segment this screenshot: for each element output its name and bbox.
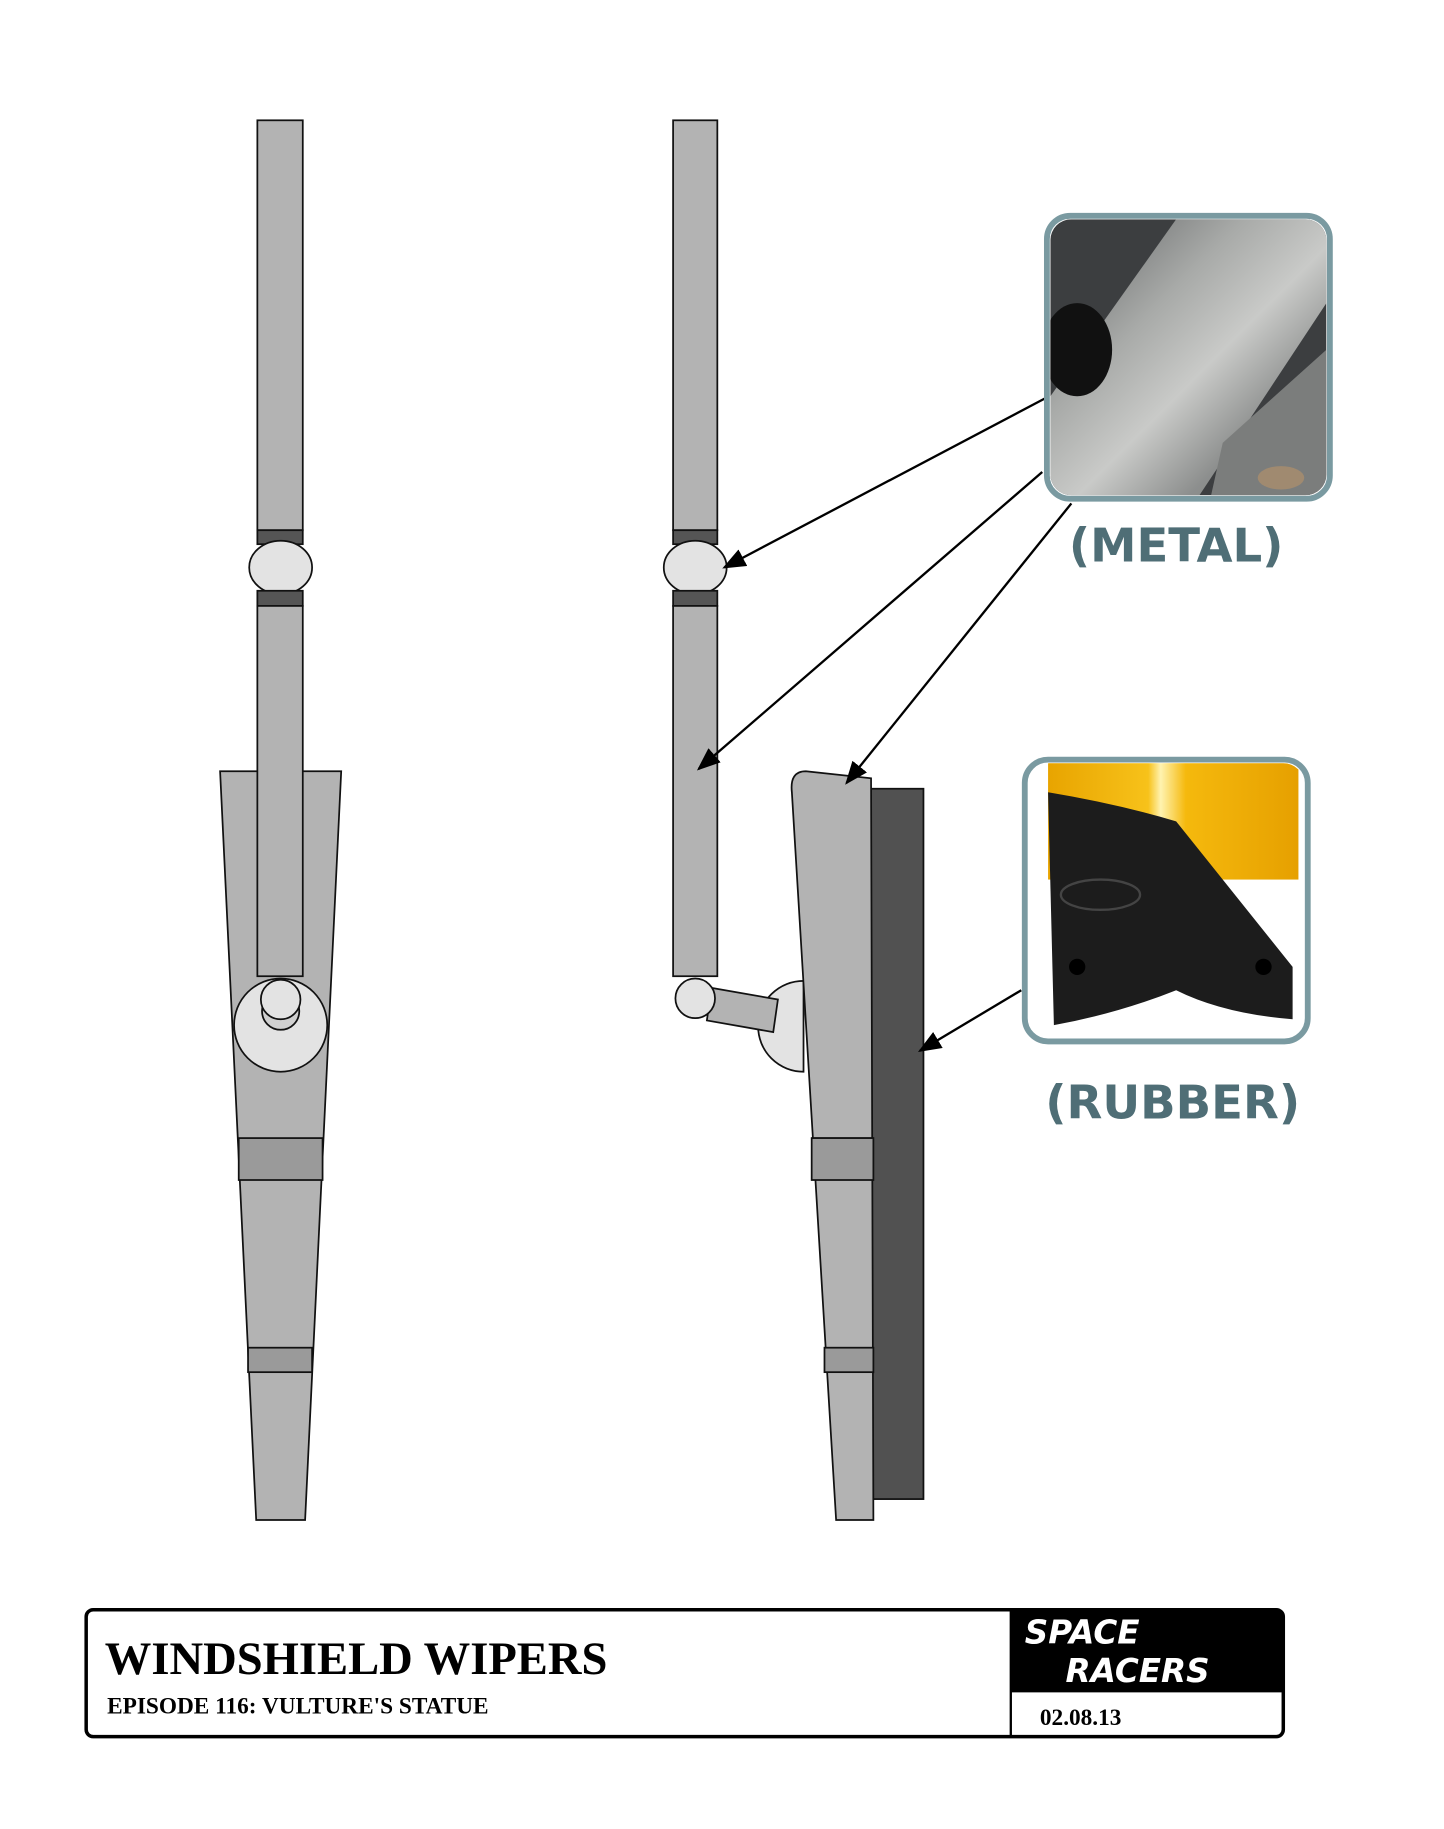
small-ball xyxy=(674,977,716,1020)
right-wiper-side-view xyxy=(662,119,925,1521)
small-ball xyxy=(259,978,302,1021)
left-wiper-front-view xyxy=(219,119,343,1521)
title-block: WINDSHIELD WIPERS EPISODE 116: VULTURE'S… xyxy=(84,1607,1286,1739)
upper-arm-rod xyxy=(256,119,304,532)
logo-space: SPACE xyxy=(1025,1613,1140,1651)
metal-label: (METAL) xyxy=(1069,519,1284,573)
callout-arrows xyxy=(696,397,1073,1052)
drawing-title: WINDSHIELD WIPERS xyxy=(105,1633,608,1685)
rubber-photo xyxy=(1021,756,1311,1045)
lower-arm-rod xyxy=(256,605,304,978)
logo-racers: RACERS xyxy=(1066,1652,1210,1690)
dark-band xyxy=(256,589,304,607)
logo-area xyxy=(1010,1609,1284,1693)
metal-photo xyxy=(1043,212,1333,502)
upper-arm-rod xyxy=(672,119,719,532)
rubber-label: (RUBBER) xyxy=(1045,1075,1300,1129)
ball-joint xyxy=(662,539,728,596)
rubber-blade xyxy=(870,787,925,1500)
connector xyxy=(705,986,779,1034)
band xyxy=(237,1137,324,1181)
drawing-date: 02.08.13 xyxy=(1040,1705,1121,1731)
ball-joint xyxy=(248,539,313,596)
lower-arm-rod xyxy=(672,605,719,978)
episode-subtitle: EPISODE 116: VULTURE'S STATUE xyxy=(107,1693,488,1719)
band xyxy=(247,1346,313,1374)
